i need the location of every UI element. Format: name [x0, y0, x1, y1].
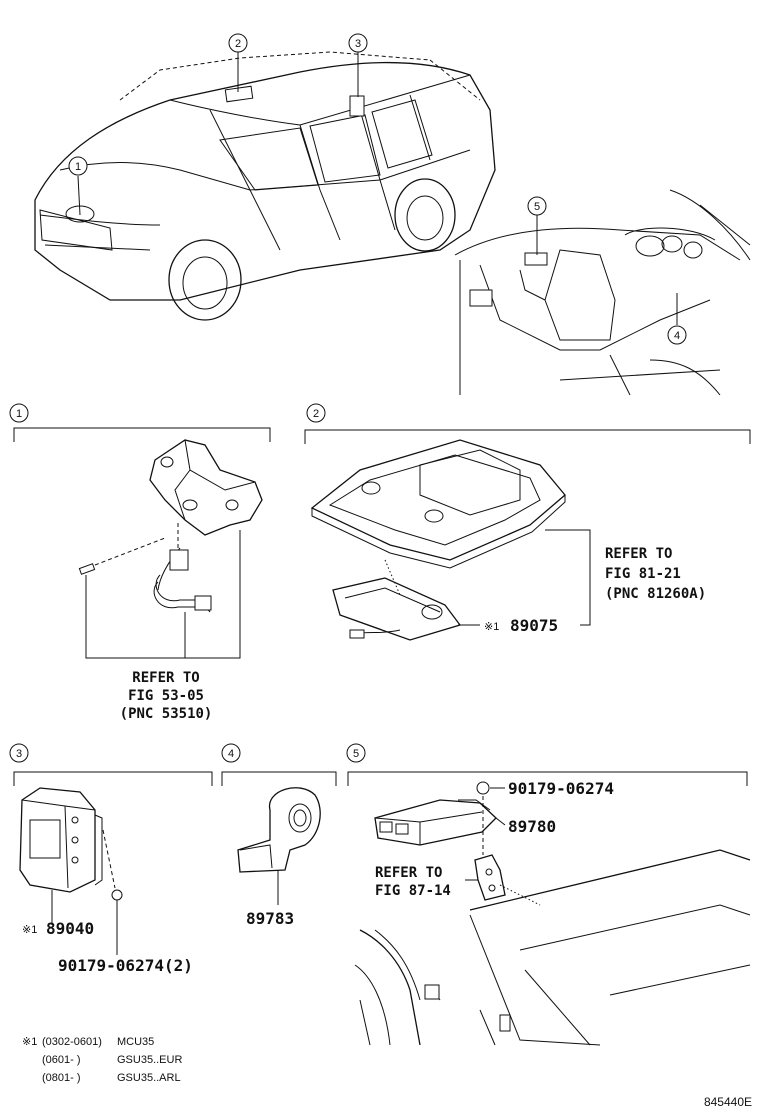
refer-to-line-2: REFER TO: [605, 546, 672, 562]
part-89075: 89075: [510, 616, 558, 635]
part-89075-mark: ※1: [484, 621, 499, 633]
illustration-id: 845440E: [704, 1095, 752, 1109]
section-5-label: 5: [353, 748, 359, 760]
refer-to-line-1: REFER TO: [132, 670, 199, 686]
section-2-label: 2: [313, 408, 319, 420]
callout-1: 1: [75, 161, 81, 173]
section-4-label: 4: [228, 748, 234, 760]
part-89040: 89040: [46, 919, 94, 938]
footnote-model-3: GSU35..ARL: [117, 1072, 181, 1084]
refer-fig-81-21: FIG 81-21: [605, 566, 681, 582]
refer-fig-53-05: FIG 53-05: [128, 688, 204, 704]
refer-to-line-5: REFER TO: [375, 865, 442, 881]
footnote: ※1 (0302-0601) MCU35 (0601- ) GSU35..EUR…: [22, 1036, 182, 1084]
footnote-range-1: (0302-0601): [42, 1036, 102, 1048]
section-4: 4 89783: [221, 743, 337, 928]
vehicle-overview-illustration: [34, 51, 496, 321]
footnote-model-1: MCU35: [117, 1036, 154, 1048]
refer-fig-87-14: FIG 87-14: [375, 883, 451, 899]
section-3: 3 ※1 89040 90179-06274(2): [9, 743, 213, 975]
part-89040-mark: ※1: [22, 924, 37, 936]
callout-4: 4: [674, 330, 680, 342]
callout-2: 2: [235, 38, 241, 50]
part-90179-06274: 90179-06274: [508, 779, 614, 798]
part-90179-06274-qty2: 90179-06274(2): [58, 956, 193, 975]
refer-pnc-81260a: (PNC 81260A): [605, 586, 706, 602]
section-1-label: 1: [16, 408, 22, 420]
section-5: 5 90179-06274 89780 REFER TO FIG 87-14: [346, 743, 751, 1046]
refer-pnc-53510: (PNC 53510): [120, 706, 213, 722]
section-3-label: 3: [16, 748, 22, 760]
part-89783: 89783: [246, 909, 294, 928]
footnote-model-2: GSU35..EUR: [117, 1054, 182, 1066]
footnote-mark: ※1: [22, 1036, 37, 1048]
dashboard-illustration: [454, 189, 751, 396]
overview-callouts: 1 2 3 4 5: [68, 33, 687, 345]
callout-3: 3: [355, 38, 361, 50]
part-89780: 89780: [508, 817, 556, 836]
footnote-range-2: (0601- ): [42, 1054, 81, 1066]
callout-5: 5: [534, 201, 540, 213]
section-1: 1 REFER TO FIG 53-05 (PNC 53510): [9, 403, 271, 722]
footnote-range-3: (0801- ): [42, 1072, 81, 1084]
section-2: 2 ※1 89075 REFER TO FIG 81-21 (PNC 81260…: [304, 403, 751, 641]
